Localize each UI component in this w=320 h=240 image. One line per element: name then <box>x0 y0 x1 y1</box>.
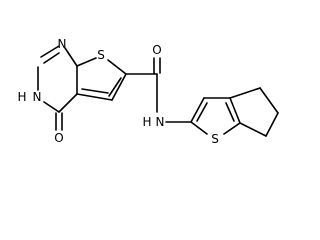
bond <box>229 87 261 99</box>
bond <box>64 47 78 67</box>
bond <box>239 122 267 137</box>
bond <box>76 57 97 67</box>
atom-h-amide: H <box>142 115 151 129</box>
bond <box>107 59 127 75</box>
bond <box>225 102 235 122</box>
bond <box>196 102 208 122</box>
atom-s-fused: S <box>97 48 105 62</box>
bond <box>190 121 208 135</box>
bond <box>43 101 60 113</box>
atom-n-pyrimidine: N <box>58 37 67 51</box>
bonds <box>37 45 279 137</box>
bond <box>81 88 109 94</box>
atom-o-amide: O <box>152 43 161 57</box>
atom-o-ring-carbonyl: O <box>54 131 63 145</box>
atom-h-pyrimidine: H <box>17 90 26 104</box>
molecule-diagram: N H N S O O N H S <box>17 37 279 146</box>
bond <box>108 77 122 97</box>
bond <box>223 122 241 135</box>
atom-n-amide: N <box>156 115 165 129</box>
atom-s-thiophene: S <box>211 132 219 146</box>
bond <box>190 97 205 123</box>
atom-labels: N H N S O O N H S <box>17 37 218 146</box>
bond <box>58 93 78 113</box>
bond <box>111 73 127 101</box>
bond <box>76 93 113 101</box>
atom-n-pyrimidine-nh: N <box>33 90 42 104</box>
bond <box>259 87 279 114</box>
bond <box>43 52 60 64</box>
bond <box>265 112 279 137</box>
bond <box>40 45 60 58</box>
bond <box>229 97 241 124</box>
